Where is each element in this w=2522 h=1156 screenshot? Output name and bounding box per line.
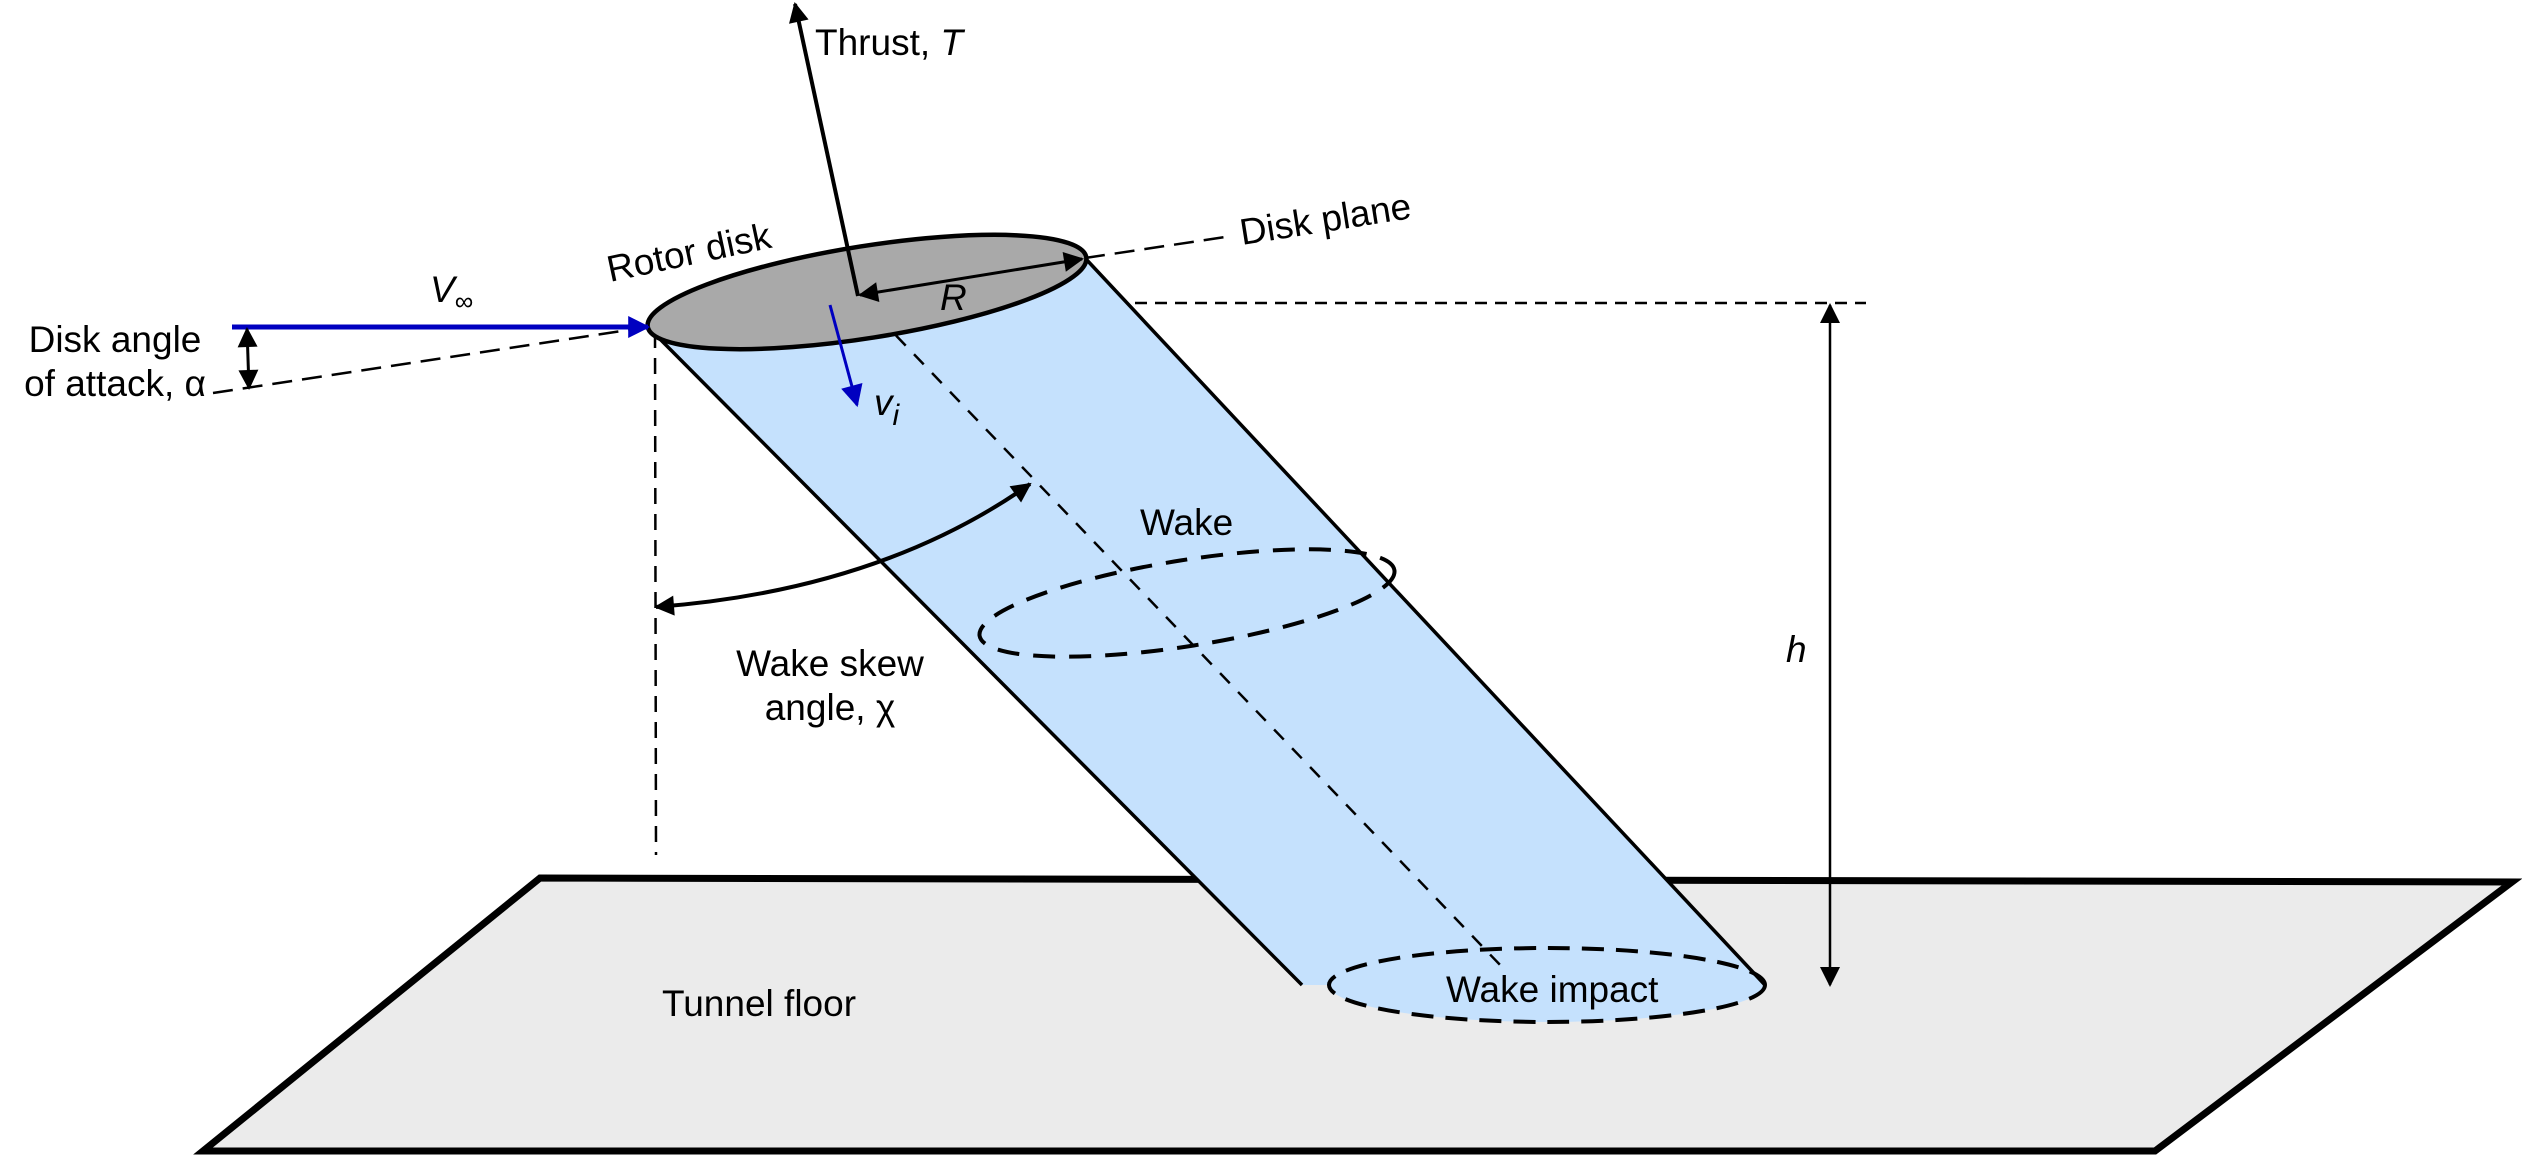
tunnel-floor-label: Tunnel floor <box>662 983 856 1024</box>
wake-label: Wake <box>1140 502 1233 543</box>
wake-right-edge <box>1083 256 1767 987</box>
thrust-label: Thrust, T <box>815 22 965 63</box>
wake-cylinder <box>648 258 1765 985</box>
angle-of-attack-arrow <box>237 327 259 390</box>
induced-velocity-arrow <box>828 304 863 408</box>
wake-impact-fill <box>1329 948 1765 1022</box>
disk-plane-line-right <box>1084 234 1233 260</box>
wake-impact-label: Wake impact <box>1446 969 1659 1010</box>
wake-skew-arc <box>654 482 1032 616</box>
disk-aoa-label-line2: of attack, α <box>24 363 206 404</box>
radius-label: R <box>940 277 967 318</box>
disk-aoa-label-line1: Disk angle <box>29 319 202 360</box>
thrust-arrow <box>789 2 860 297</box>
wake-impact-ellipse <box>1327 946 1767 1024</box>
tunnel-floor <box>193 874 2522 1155</box>
induced-velocity-label: vi <box>874 382 901 432</box>
freestream-velocity-label: V∞ <box>430 269 473 316</box>
height-label: h <box>1786 629 1807 670</box>
disk-plane-label: Disk plane <box>1237 185 1414 253</box>
wake-skew-label-line1: Wake skew <box>736 643 924 684</box>
radius-arrow <box>858 252 1084 302</box>
disk-plane-line-left <box>212 325 649 395</box>
vertical-reference-line <box>653 331 658 856</box>
wake-skew-label-line2: angle, χ <box>765 687 896 728</box>
wake-left-edge <box>646 325 1304 987</box>
